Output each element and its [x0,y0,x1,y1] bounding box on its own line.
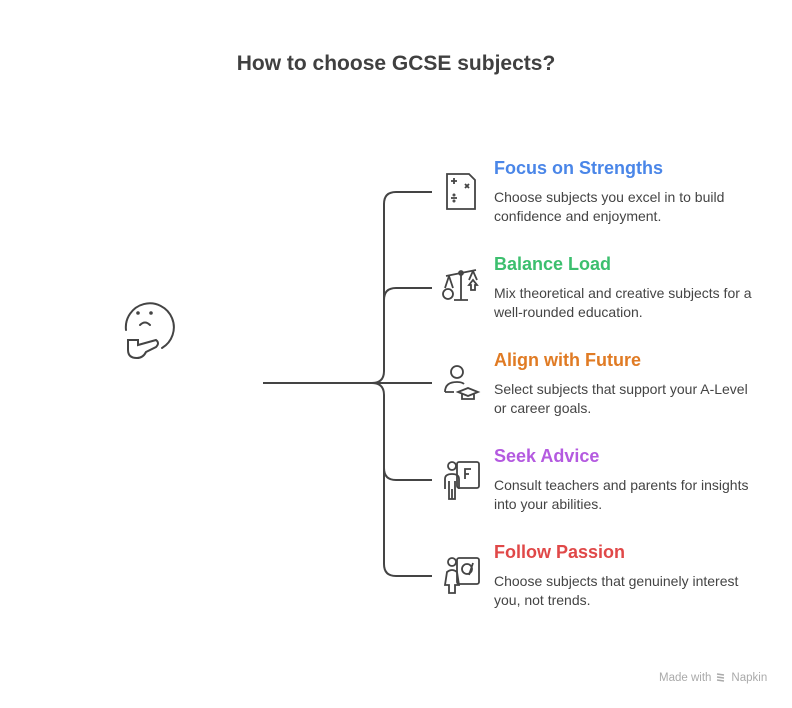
item-title: Seek Advice [494,446,600,466]
balance-scale-icon [442,269,479,301]
item-description: Select subjects that support your A-Leve… [494,381,748,416]
graduate-person-icon [444,365,481,400]
item-align-with-future: Align with Future Select subjects that s… [494,349,764,418]
item-title: Follow Passion [494,542,626,562]
footer-made-with: Made with [659,672,712,684]
item-title: Align with Future [494,350,641,370]
branch-line-4 [383,467,432,481]
item-seek-advice: Seek Advice Consult teachers and parents… [494,445,764,514]
item-title: Focus on Strengths [494,158,664,178]
branch-line-2 [383,287,432,301]
item-balance-load: Balance Load Mix theoretical and creativ… [494,253,764,322]
item-description: Choose subjects you excel in to build co… [494,189,725,224]
item-follow-passion: Follow Passion Choose subjects that genu… [494,541,764,610]
napkin-logo-icon [717,673,725,682]
item-description: Mix theoretical and creative subjects fo… [494,285,752,320]
branch-line-5 [371,382,432,577]
footer-brand: Napkin [731,672,768,684]
artist-palette-icon [443,557,480,594]
item-description: Choose subjects that genuinely interest … [494,573,739,608]
page-title: How to choose GCSE subjects? [236,52,556,75]
thinking-face-icon [124,302,175,360]
teacher-board-icon [444,461,480,500]
item-focus-on-strengths: Focus on Strengths Choose subjects you e… [494,157,764,226]
item-description: Consult teachers and parents for insight… [494,477,749,512]
item-title: Balance Load [494,254,612,274]
footer-watermark: Made with Napkin [659,672,767,684]
math-document-icon [446,173,476,210]
